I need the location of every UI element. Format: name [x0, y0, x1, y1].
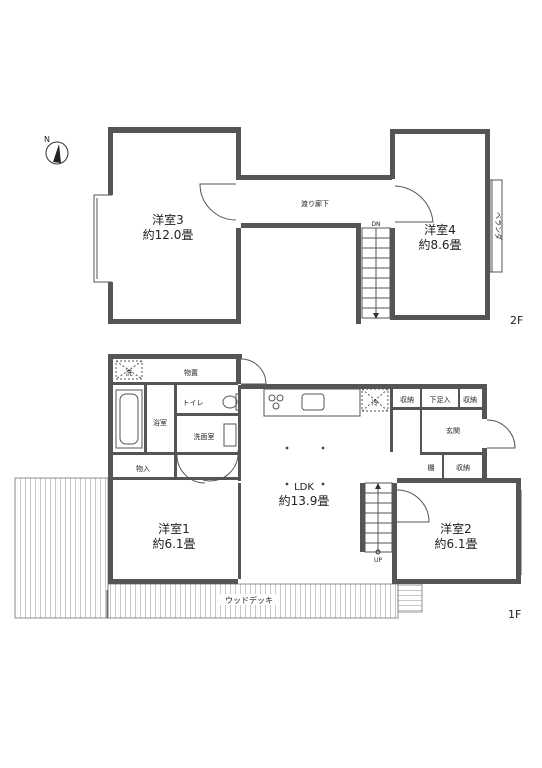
closet-a-label: 収納	[400, 395, 414, 404]
washroom-label: 洗面室	[194, 432, 215, 441]
entrance-label: 玄関	[446, 426, 460, 435]
toilet-label: トイレ	[183, 399, 204, 407]
shoe-closet-label: 下足入	[430, 396, 451, 404]
room4-name: 洋室4	[424, 222, 456, 237]
shelf-label: 棚	[428, 463, 435, 472]
floor2-plan	[93, 127, 503, 324]
compass-label: N	[44, 135, 50, 144]
deck-label: ウッドデッキ	[225, 595, 273, 605]
stairs-dn-label: DN	[371, 221, 380, 228]
fridge-label: 冷	[372, 398, 379, 407]
room4-size: 約8.6畳	[418, 237, 461, 252]
compass: N	[44, 135, 69, 165]
ldk-name: LDK	[294, 482, 314, 493]
room1-size: 約6.1畳	[152, 536, 195, 551]
closet1-label: 物入	[136, 464, 150, 473]
room2-size: 約6.1畳	[434, 536, 477, 551]
floor2-level-label: 2F	[510, 314, 523, 327]
floor1-level-label: 1F	[508, 608, 521, 621]
floor1-plan	[14, 354, 522, 619]
room3-size: 約12.0畳	[143, 227, 194, 242]
bath-label: 浴室	[153, 418, 167, 427]
ldk-size: 約13.9畳	[279, 493, 330, 508]
stairs-up-label: UP	[374, 557, 382, 564]
storage-label: 物置	[184, 368, 198, 377]
room1-name: 洋室1	[158, 521, 190, 536]
room3-name: 洋室3	[152, 212, 184, 227]
closet-b-label: 収納	[463, 395, 477, 404]
stairs-1f	[360, 482, 393, 555]
wash-label: 洗	[126, 368, 133, 377]
corridor-label: 渡り廊下	[301, 199, 329, 208]
stairs-2f	[361, 227, 391, 319]
closet-c-label: 収納	[456, 463, 470, 472]
balcony-label: ベランダ	[494, 212, 503, 240]
room2-name: 洋室2	[440, 521, 472, 536]
